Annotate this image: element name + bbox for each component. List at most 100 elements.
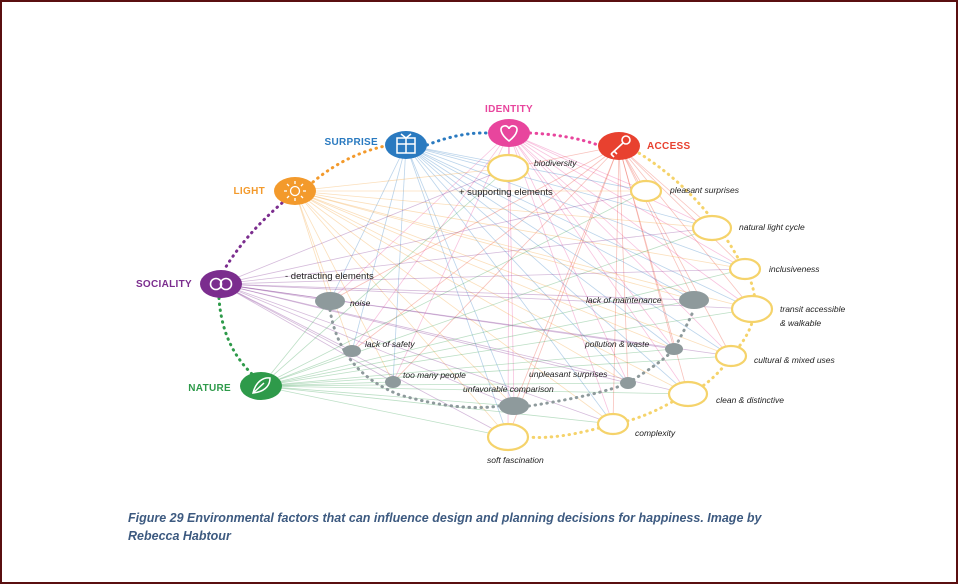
label-unpleasant-surprises: unpleasant surprises (529, 369, 608, 379)
connection-line (220, 227, 713, 285)
connection-line (260, 227, 713, 387)
connection-line (260, 308, 753, 387)
connection-line (405, 144, 746, 270)
label-lack-of-safety: lack of safety (365, 339, 415, 349)
connection-line (351, 132, 510, 352)
connection-line (294, 190, 746, 270)
connection-line (405, 144, 713, 229)
light-sociality-arc (222, 201, 284, 272)
light-node (274, 177, 316, 205)
label-lack-of-maintenance: lack of maintenance (586, 295, 662, 305)
connection-line (294, 190, 689, 395)
connection-line (508, 132, 713, 229)
connection-line (507, 132, 510, 438)
connection-line (392, 144, 407, 383)
connection-line (294, 190, 509, 438)
supporting-elements-heading: + supporting elements (459, 187, 553, 198)
access-label: ACCESS (647, 141, 691, 152)
label-transit-accessible: transit accessible (780, 304, 845, 314)
connection-line (508, 132, 689, 395)
connection-line (220, 283, 695, 301)
connection-line (260, 382, 629, 387)
connection-line (618, 145, 713, 229)
connection-line (260, 190, 647, 387)
connection-line (294, 190, 629, 384)
figure-caption: Figure 29 Environmental factors that can… (128, 509, 828, 545)
connection-line (260, 348, 675, 387)
nature-label: NATURE (188, 383, 231, 394)
label-pollution-waste: pollution & waste (584, 339, 650, 349)
connection-line (351, 144, 407, 352)
surprise-identity-arc (425, 131, 490, 147)
connection-line (507, 145, 620, 438)
detracting-node-lack-of-safety (343, 345, 361, 357)
connection-line (618, 145, 732, 357)
connection-line (220, 283, 394, 383)
connection-line (508, 132, 675, 350)
connection-line (220, 283, 675, 350)
connection-line (220, 283, 753, 310)
connection-line (329, 132, 510, 302)
label-unfavorable-comparison: unfavorable comparison (463, 384, 554, 394)
connection-line (260, 385, 689, 395)
connection-line (220, 283, 509, 438)
connection-line (513, 145, 620, 407)
connection-line (405, 144, 629, 384)
sociality-nature-arc (217, 296, 254, 376)
detracting-right-arc (527, 307, 696, 408)
connection-line (618, 145, 629, 384)
sun-icon (284, 181, 306, 201)
supporting-node-cultural (714, 344, 748, 368)
connection-line (508, 132, 647, 192)
connection-line (220, 283, 614, 425)
connection-line (329, 145, 620, 302)
connection-line (220, 283, 689, 395)
key-icon (610, 135, 631, 158)
connection-line (260, 385, 614, 425)
detracting-left-arc (328, 308, 501, 410)
connection-line (260, 299, 695, 387)
connection-line (260, 385, 515, 407)
label-pleasant-surprises: pleasant surprises (669, 185, 740, 195)
connection-line (260, 300, 331, 387)
supporting-bottom-arc (526, 400, 674, 439)
label-noise: noise (350, 298, 371, 308)
connection-line (294, 190, 732, 357)
heart-icon (500, 125, 518, 143)
connection-line (220, 190, 647, 285)
label-complexity: complexity (635, 428, 676, 438)
connection-line (294, 190, 331, 302)
detracting-node-noise (315, 292, 345, 310)
nodes (200, 119, 774, 452)
label-inclusiveness: inclusiveness (769, 264, 820, 274)
light-label: LIGHT (234, 186, 266, 197)
connection-line (405, 144, 689, 395)
connection-line (294, 190, 394, 383)
sociality-label: SOCIALITY (136, 279, 192, 290)
connection-line (618, 145, 695, 301)
detracting-node-too-many-people (385, 376, 401, 388)
label-cultural-mixed-uses: cultural & mixed uses (754, 355, 836, 365)
supporting-node-pleasant-surprises (629, 179, 663, 203)
connection-line (220, 283, 629, 384)
category-ring-arcs (217, 131, 757, 439)
detracting-elements-heading: - detracting elements (285, 271, 374, 282)
connection-line (294, 190, 695, 301)
connection-line (294, 190, 614, 425)
connection-line (618, 145, 675, 350)
connection-line (329, 144, 407, 302)
supporting-node-complexity (596, 412, 630, 436)
connection-line (405, 144, 695, 301)
label-too-many-people: too many people (403, 370, 466, 380)
label-natural-light-cycle: natural light cycle (739, 222, 805, 232)
detracting-node-unpleasant-surprises (620, 377, 636, 389)
connection-line (351, 145, 620, 352)
supporting-node-natural-light-cycle (691, 214, 733, 242)
label-clean-distinctive: clean & distinctive (716, 395, 784, 405)
caption-line-1: Figure 29 Environmental factors that can… (128, 511, 762, 525)
connection-line (508, 132, 695, 301)
connection-line (508, 132, 753, 310)
connection-line (508, 132, 629, 384)
